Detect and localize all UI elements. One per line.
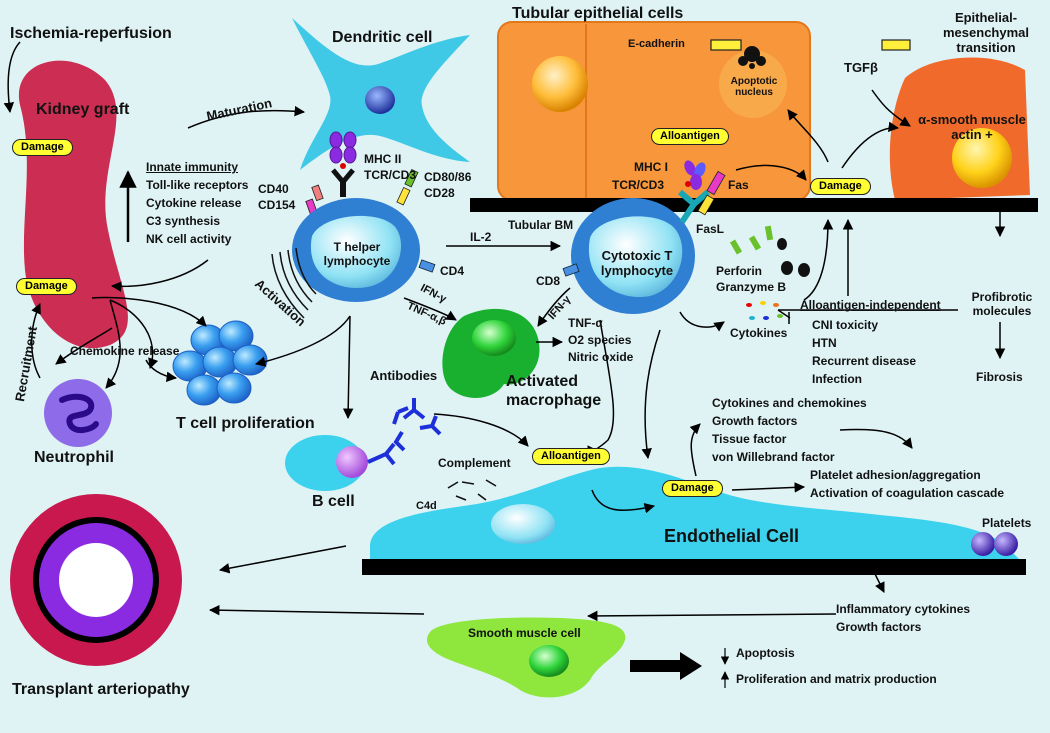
label-transplant-arteriopathy: Transplant arteriopathy (12, 681, 190, 698)
alloantigen-badge-endothelial: Alloantigen (532, 448, 610, 465)
damage-badge-tubular: Damage (810, 178, 871, 195)
damage-badge-endothelial: Damage (662, 480, 723, 497)
label-indep-item-2: Recurrent disease (812, 354, 917, 368)
label-tubular-epithelial-cells: Tubular epithelial cells (512, 5, 684, 22)
label-endo-factor-0: Cytokines and chemokines (712, 396, 867, 410)
label-apoptosis: Apoptosis (736, 646, 795, 660)
label-profibrotic-molecules: Profibrotic molecules (971, 290, 1033, 318)
label-cd80-86: CD80/86 (424, 170, 472, 184)
label-innate-immunity: Innate immunity (146, 160, 239, 174)
label-cytotoxic-t-lymphocyte: Cytotoxic T lymphocyte (600, 248, 674, 278)
label-platelets: Platelets (982, 516, 1032, 530)
label-apoptotic-nucleus: Apoptotic nucleus (730, 76, 778, 98)
label-cd40: CD40 (258, 182, 289, 196)
label-tgfb: TGFβ (844, 60, 878, 75)
label-emt: Epithelial-mesenchymal transition (943, 10, 1029, 55)
label-proliferation-matrix: Proliferation and matrix production (736, 672, 937, 686)
label-fibrosis: Fibrosis (976, 370, 1023, 384)
label-innate-item-0: Toll-like receptors (146, 178, 249, 192)
label-mhc-i: MHC I (634, 160, 668, 174)
label-cd28: CD28 (424, 186, 455, 200)
label-complement: Complement (438, 456, 511, 470)
label-platelet-effect-1: Activation of coagulation cascade (810, 486, 1005, 500)
label-tcr-cd3-cytotoxic: TCR/CD3 (612, 178, 665, 192)
label-ischemia-reperfusion: Ischemia-reperfusion (10, 25, 172, 42)
label-alpha-sma: α-smooth muscle actin + (918, 112, 1026, 142)
label-macrophage-product-0: TNF-α (568, 316, 603, 330)
label-inflam-growth-0: Inflammatory cytokines (836, 602, 971, 616)
label-il2: IL-2 (470, 230, 492, 244)
label-e-cadherin: E-cadherin (628, 38, 685, 50)
label-antibodies: Antibodies (370, 368, 438, 383)
label-c4d: C4d (416, 500, 437, 512)
label-alloantigen-independent: Alloantigen-independent (800, 298, 941, 312)
label-platelet-effect-0: Platelet adhesion/aggregation (810, 468, 981, 482)
damage-badge-kidney-top: Damage (12, 139, 73, 156)
label-cd8: CD8 (536, 274, 561, 288)
label-innate-item-3: NK cell activity (146, 232, 232, 246)
label-macrophage-product-1: O2 species (568, 333, 632, 347)
label-fasl: FasL (696, 222, 725, 236)
label-tcr-cd3-helper: TCR/CD3 (364, 168, 417, 182)
label-mhc-ii: MHC II (364, 152, 402, 166)
label-t-helper-lymphocyte: T helper lymphocyte (323, 240, 391, 268)
label-kidney-graft: Kidney graft (36, 101, 130, 118)
label-t-cell-proliferation: T cell proliferation (176, 415, 315, 432)
label-neutrophil: Neutrophil (34, 449, 114, 466)
label-indep-item-1: HTN (812, 336, 837, 350)
label-dendritic-cell: Dendritic cell (332, 29, 433, 46)
label-fas: Fas (728, 178, 749, 192)
label-perforin: Perforin (716, 264, 763, 278)
label-indep-item-0: CNI toxicity (812, 318, 879, 332)
label-endo-factor-1: Growth factors (712, 414, 798, 428)
label-smooth-muscle-cell: Smooth muscle cell (468, 626, 581, 640)
label-inflam-growth-1: Growth factors (836, 620, 922, 634)
label-granzyme-b: Granzyme B (716, 280, 787, 294)
label-cd4: CD4 (440, 264, 465, 278)
label-endothelial-cell: Endothelial Cell (664, 526, 800, 546)
label-macrophage-product-2: Nitric oxide (568, 350, 634, 364)
label-cd154: CD154 (258, 198, 296, 212)
label-indep-item-3: Infection (812, 372, 862, 386)
damage-badge-kidney-bottom: Damage (16, 278, 77, 295)
label-innate-item-1: Cytokine release (146, 196, 242, 210)
label-endo-factor-2: Tissue factor (712, 432, 787, 446)
label-endo-factor-3: von Willebrand factor (712, 450, 835, 464)
label-cytokines: Cytokines (730, 326, 788, 340)
label-innate-item-2: C3 synthesis (146, 214, 221, 228)
label-tubular-bm: Tubular BM (508, 218, 574, 232)
alloantigen-badge-tubular: Alloantigen (651, 128, 729, 145)
label-chemokine-release: Chemokine release (70, 344, 180, 358)
label-b-cell: B cell (312, 493, 355, 510)
label-activated-macrophage: Activated macrophage (506, 373, 602, 409)
